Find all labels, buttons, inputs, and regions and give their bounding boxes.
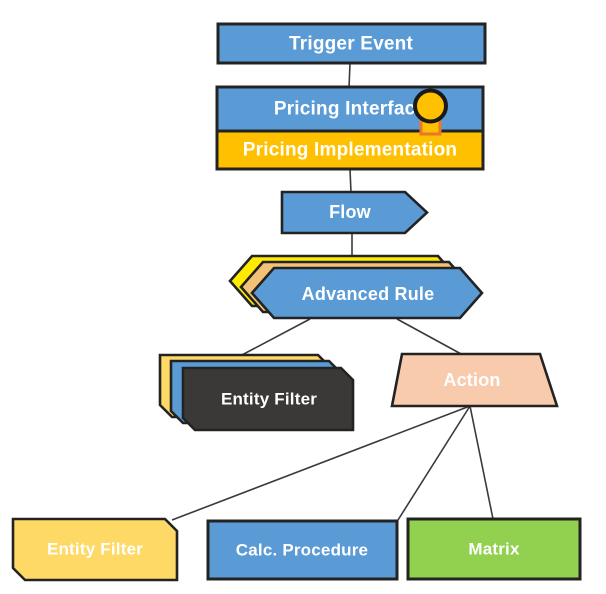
lollipop-interface-icon bbox=[413, 88, 448, 136]
calc-procedure-box bbox=[206, 519, 399, 581]
calc-procedure-node: Calc. Procedure bbox=[206, 519, 399, 581]
entity-filter-stack-shape bbox=[181, 366, 355, 432]
advanced-rule-node: Advanced Rule bbox=[228, 254, 484, 320]
matrix-box bbox=[406, 517, 582, 581]
edge-advanced-rule-to-entity-filter-stack bbox=[239, 318, 311, 357]
edge-advanced-rule-to-action bbox=[396, 318, 464, 356]
entity-filter-label: Entity Filter bbox=[47, 540, 143, 559]
trigger-event-box bbox=[216, 22, 487, 65]
action-shape bbox=[390, 352, 559, 408]
entity-filter-stack-label: Entity Filter bbox=[221, 390, 317, 409]
edge-action-to-entity-filter bbox=[171, 405, 471, 521]
entity-filter-stack-node: Entity Filter bbox=[158, 353, 355, 432]
action-label: Action bbox=[443, 370, 500, 390]
edge-action-to-calc-procedure bbox=[397, 405, 471, 521]
lollipop-circle bbox=[413, 88, 448, 124]
flow-label: Flow bbox=[329, 202, 372, 222]
flow-shape bbox=[280, 190, 429, 235]
trigger-event-node: Trigger Event bbox=[216, 22, 487, 65]
matrix-label: Matrix bbox=[468, 540, 520, 559]
pricing-interface-label: Pricing Interface bbox=[274, 99, 426, 120]
matrix-node: Matrix bbox=[406, 517, 582, 581]
advanced-rule-shape bbox=[250, 266, 484, 320]
edge-trigger-to-interface bbox=[348, 62, 351, 89]
flow-node: Flow bbox=[280, 190, 429, 235]
pricing-implementation-box bbox=[215, 129, 485, 171]
connectors bbox=[171, 62, 494, 521]
entity-filter-shape bbox=[11, 517, 179, 582]
pricing-implementation-node: Pricing Implementation bbox=[215, 129, 485, 171]
pricing-implementation-label: Pricing Implementation bbox=[243, 140, 458, 161]
action-node: Action bbox=[390, 352, 559, 408]
edge-implementation-to-flow bbox=[349, 168, 352, 194]
trigger-event-label: Trigger Event bbox=[289, 34, 413, 55]
edge-action-to-matrix bbox=[469, 405, 494, 520]
advanced-rule-label: Advanced Rule bbox=[302, 284, 435, 304]
entity-filter-node: Entity Filter bbox=[11, 517, 179, 582]
calc-procedure-label: Calc. Procedure bbox=[236, 541, 368, 560]
